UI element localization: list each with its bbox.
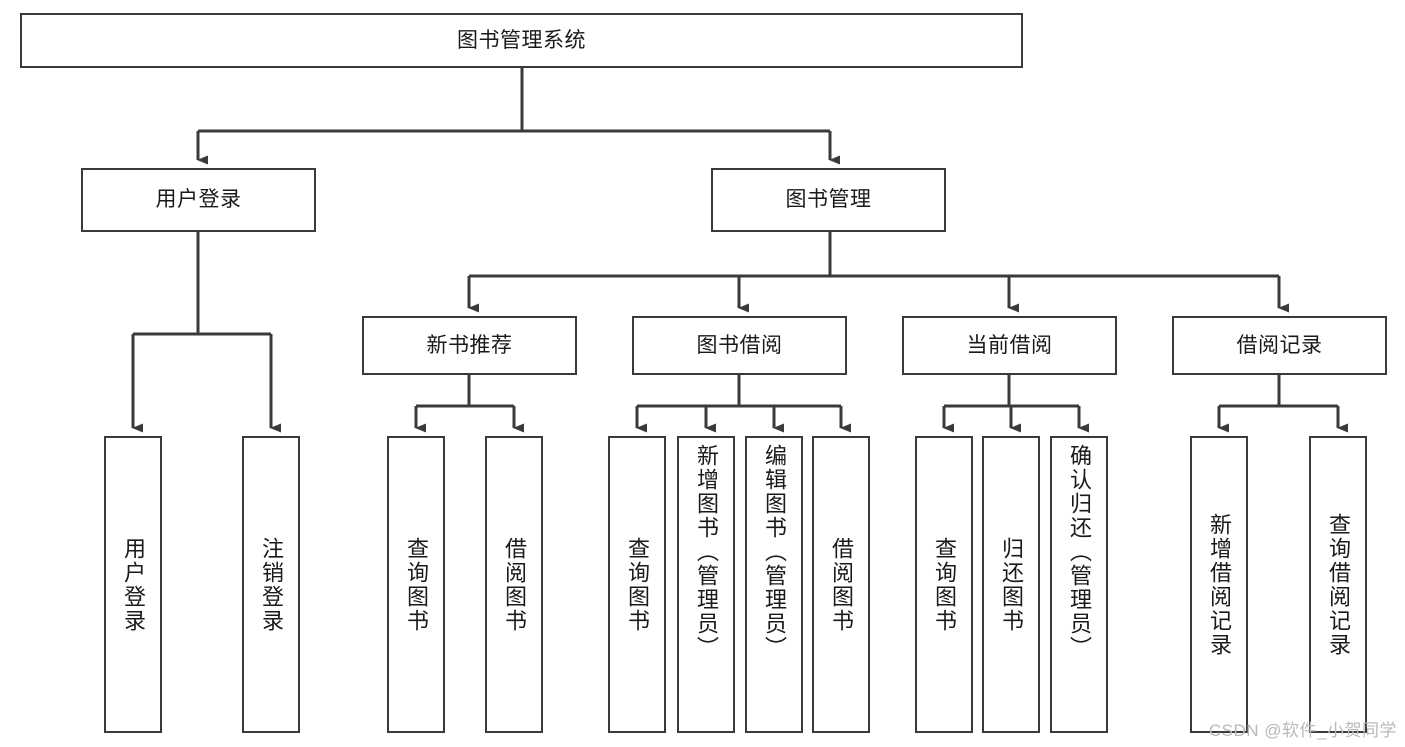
leaf-logout[interactable]: 注销登录 (242, 436, 300, 733)
leaf-borrow-book-newbook-label: 借阅图书 (502, 536, 527, 633)
leaf-query-book-newbook-label: 查询图书 (404, 536, 429, 633)
node-current-borrow[interactable]: 当前借阅 (902, 316, 1117, 375)
node-book-borrow-label: 图书借阅 (696, 333, 783, 357)
leaf-return-book-label: 归还图书 (999, 536, 1024, 633)
node-borrow-record[interactable]: 借阅记录 (1172, 316, 1387, 375)
node-new-book-recommend[interactable]: 新书推荐 (362, 316, 577, 375)
node-book-borrow[interactable]: 图书借阅 (632, 316, 847, 375)
leaf-borrow-book-borrow-label: 借阅图书 (829, 536, 854, 633)
leaf-add-book-admin-label: 新增图书（管理员） (694, 444, 719, 660)
node-new-book-recommend-label: 新书推荐 (426, 333, 513, 357)
leaf-query-book-borrow-label: 查询图书 (625, 536, 650, 633)
leaf-logout-label: 注销登录 (259, 536, 284, 633)
leaf-confirm-return-admin[interactable]: 确认归还（管理员） (1050, 436, 1108, 733)
node-root[interactable]: 图书管理系统 (20, 13, 1023, 68)
node-book-management[interactable]: 图书管理 (711, 168, 946, 232)
leaf-edit-book-admin-label: 编辑图书（管理员） (762, 444, 787, 660)
leaf-query-borrow-record-label: 查询借阅记录 (1326, 512, 1351, 657)
leaf-user-login-label: 用户登录 (121, 536, 146, 633)
leaf-return-book[interactable]: 归还图书 (982, 436, 1040, 733)
leaf-query-book-newbook[interactable]: 查询图书 (387, 436, 445, 733)
node-current-borrow-label: 当前借阅 (966, 333, 1053, 357)
leaf-add-borrow-record[interactable]: 新增借阅记录 (1190, 436, 1248, 733)
watermark: CSDN @软件_小贺同学 (1208, 721, 1397, 740)
leaf-query-book-current[interactable]: 查询图书 (915, 436, 973, 733)
node-user-login-label: 用户登录 (155, 188, 242, 212)
leaf-query-book-current-label: 查询图书 (932, 536, 957, 633)
leaf-user-login[interactable]: 用户登录 (104, 436, 162, 733)
node-borrow-record-label: 借阅记录 (1236, 333, 1323, 357)
leaf-edit-book-admin[interactable]: 编辑图书（管理员） (745, 436, 803, 733)
node-book-management-label: 图书管理 (785, 188, 872, 212)
leaf-borrow-book-borrow[interactable]: 借阅图书 (812, 436, 870, 733)
leaf-borrow-book-newbook[interactable]: 借阅图书 (485, 436, 543, 733)
leaf-query-book-borrow[interactable]: 查询图书 (608, 436, 666, 733)
leaf-add-book-admin[interactable]: 新增图书（管理员） (677, 436, 735, 733)
node-user-login[interactable]: 用户登录 (81, 168, 316, 232)
leaf-query-borrow-record[interactable]: 查询借阅记录 (1309, 436, 1367, 733)
leaf-confirm-return-admin-label: 确认归还（管理员） (1067, 444, 1092, 660)
node-root-label: 图书管理系统 (457, 28, 586, 52)
leaf-add-borrow-record-label: 新增借阅记录 (1207, 512, 1232, 657)
